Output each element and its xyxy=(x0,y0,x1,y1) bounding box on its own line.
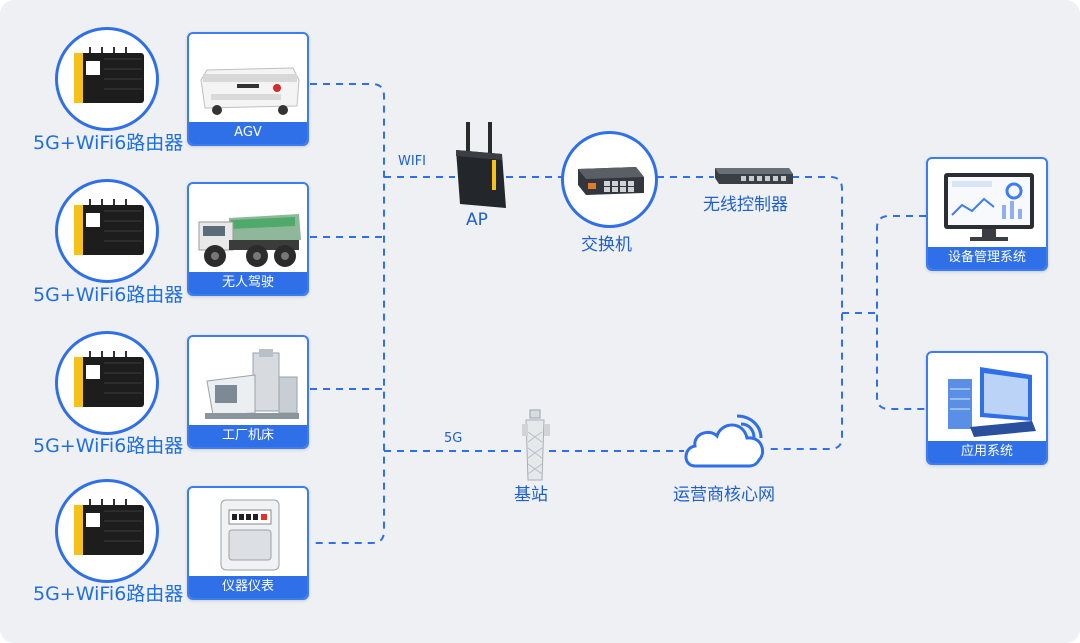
router-label: 5G+WiFi6路由器 xyxy=(33,132,184,154)
device-caption: 工厂机床 xyxy=(189,425,307,447)
agv-robot-icon xyxy=(200,67,300,115)
gas-meter-icon xyxy=(220,499,280,571)
wireless-controller-icon xyxy=(715,168,793,184)
router-icon xyxy=(74,499,144,555)
line-controller-out xyxy=(768,176,843,450)
device-card-machine-tool[interactable]: 工厂机床 xyxy=(187,335,309,449)
machine-tool-icon xyxy=(205,349,299,419)
line-agv xyxy=(310,83,385,544)
system-caption: 设备管理系统 xyxy=(928,247,1046,269)
device-card-instrument[interactable]: 仪器仪表 xyxy=(187,486,309,600)
router-label: 5G+WiFi6路由器 xyxy=(33,435,184,457)
5g-link-label: 5G xyxy=(444,431,463,446)
system-card-application[interactable]: 应用系统 xyxy=(926,351,1048,465)
cloud-network-icon xyxy=(684,414,764,468)
server-laptop-icon xyxy=(948,367,1036,437)
wifi-link-label: WIFI xyxy=(398,154,426,169)
monitor-dashboard-icon xyxy=(944,173,1034,241)
system-card-device-management[interactable]: 设备管理系统 xyxy=(926,157,1048,271)
base-station-tower-icon xyxy=(522,409,550,481)
switch-label: 交换机 xyxy=(581,235,632,255)
device-card-autonomous-driving[interactable]: 无人驾驶 xyxy=(187,182,309,296)
core-network-label: 运营商核心网 xyxy=(673,485,775,505)
mining-truck-icon xyxy=(198,214,301,267)
device-caption: 仪器仪表 xyxy=(189,576,307,598)
device-caption: 无人驾驶 xyxy=(189,272,307,294)
base-station-label: 基站 xyxy=(514,485,548,505)
switch-icon xyxy=(578,167,644,195)
ap-label: AP xyxy=(466,210,488,230)
line-systems xyxy=(876,215,926,410)
router-label: 5G+WiFi6路由器 xyxy=(33,284,184,306)
wireless-ap-icon xyxy=(456,122,506,208)
wireless-controller-label: 无线控制器 xyxy=(703,195,788,215)
router-icon xyxy=(74,199,144,255)
router-icon xyxy=(74,351,144,407)
device-card-agv[interactable]: AGV xyxy=(187,32,309,146)
router-label: 5G+WiFi6路由器 xyxy=(33,583,184,605)
system-caption: 应用系统 xyxy=(928,441,1046,463)
router-icon xyxy=(74,47,144,103)
device-caption: AGV xyxy=(189,122,307,144)
